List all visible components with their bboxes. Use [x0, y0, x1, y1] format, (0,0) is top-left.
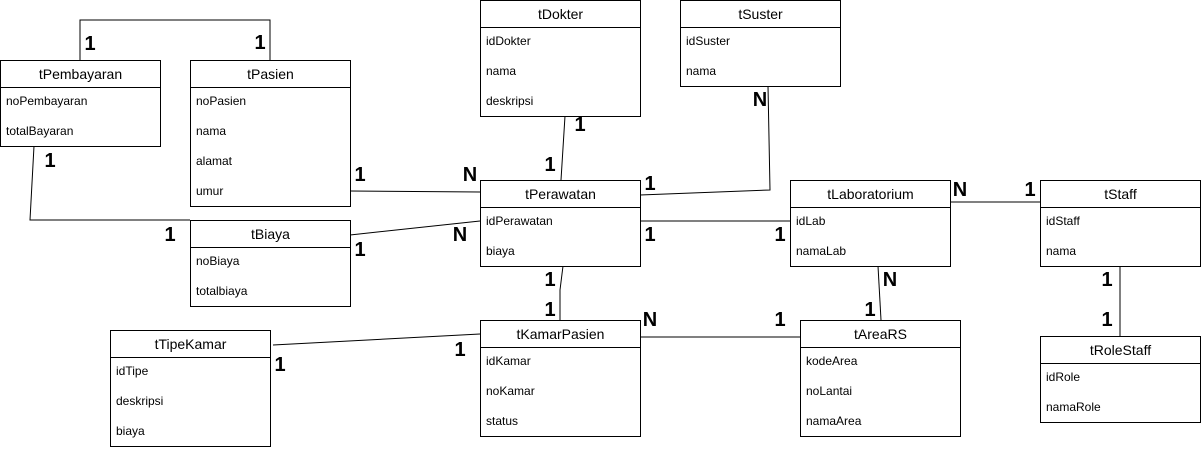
entity-attribute: umur	[196, 184, 224, 198]
entity-attribute: totalbiaya	[196, 284, 248, 298]
entity-attribute: idRole	[1046, 370, 1081, 384]
entity-attribute: idKamar	[486, 354, 531, 368]
entity-ttipekamar[interactable]: tTipeKamar idTipe deskripsi biaya	[110, 330, 271, 447]
entity-attribute: alamat	[196, 154, 233, 168]
entity-attribute: nama	[196, 124, 227, 138]
entity-attribute: noBiaya	[196, 254, 240, 268]
cardinality-label: N	[452, 224, 468, 246]
entity-title: tKamarPasien	[481, 321, 640, 348]
entity-attribute: idLab	[796, 214, 826, 228]
entity-attribute: noKamar	[486, 384, 535, 398]
entity-tlaboratorium[interactable]: tLaboratorium idLab namaLab	[790, 180, 951, 267]
entity-attribute: totalBayaran	[6, 124, 74, 138]
entity-attribute: idTipe	[116, 364, 149, 378]
entity-attribute: nama	[686, 64, 717, 78]
cardinality-label: 1	[1101, 309, 1113, 331]
entity-tpembayaran[interactable]: tPembayaran noPembayaran totalBayaran	[0, 60, 161, 147]
cardinality-label: 1	[644, 224, 656, 246]
cardinality-label: 1	[544, 299, 556, 321]
edge-pembayaran-pasien	[79, 19, 271, 60]
entity-trolestaff[interactable]: tRoleStaff idRole namaRole	[1040, 336, 1201, 423]
entity-attribute: namaRole	[1046, 400, 1101, 414]
cardinality-label: N	[642, 309, 658, 331]
cardinality-label: 1	[574, 114, 586, 136]
entity-attribute: noPasien	[196, 94, 247, 108]
entity-tdokter[interactable]: tDokter idDokter nama deskripsi	[480, 0, 641, 117]
entity-attribute: nama	[1046, 244, 1077, 258]
entity-title: tPasien	[191, 61, 350, 88]
entity-attribute: namaArea	[806, 414, 862, 428]
cardinality-label: 1	[544, 269, 556, 291]
cardinality-label: N	[462, 164, 478, 186]
entity-attribute: nama	[486, 64, 517, 78]
entity-title: tSuster	[681, 1, 840, 28]
cardinality-label: 1	[84, 33, 96, 55]
cardinality-label: 1	[774, 224, 786, 246]
cardinality-label: 1	[354, 164, 366, 186]
edge-suster-perawatan	[639, 85, 771, 196]
entity-tsuster[interactable]: tSuster idSuster nama	[680, 0, 841, 87]
entity-attribute: namaLab	[796, 244, 847, 258]
entity-attribute: noPembayaran	[6, 94, 88, 108]
entity-attribute: status	[486, 414, 519, 428]
entity-attribute: idDokter	[486, 34, 531, 48]
entity-tbiaya[interactable]: tBiaya noBiaya totalbiaya	[190, 220, 351, 307]
entity-attribute: idPerawatan	[486, 214, 553, 228]
edge-lab-area	[877, 265, 882, 321]
entity-title: tPerawatan	[481, 181, 640, 208]
entity-attribute: deskripsi	[116, 394, 164, 408]
entity-attribute: biaya	[486, 244, 515, 258]
entity-attribute: biaya	[116, 424, 145, 438]
cardinality-label: N	[752, 89, 768, 111]
entity-tstaff[interactable]: tStaff idStaff nama	[1040, 180, 1201, 267]
edge-perawatan-kamar	[559, 265, 564, 320]
cardinality-label: N	[952, 179, 968, 201]
entity-tperawatan[interactable]: tPerawatan idPerawatan biaya	[480, 180, 641, 267]
cardinality-label: 1	[774, 309, 786, 331]
cardinality-label: N	[882, 269, 898, 291]
cardinality-label: 1	[44, 150, 56, 172]
entity-attribute: idStaff	[1046, 214, 1080, 228]
cardinality-label: 1	[254, 32, 266, 54]
cardinality-label: 1	[864, 299, 876, 321]
entity-title: tStaff	[1041, 181, 1200, 208]
entity-tpasien[interactable]: tPasien noPasien nama alamat umur	[190, 60, 351, 207]
cardinality-label: 1	[164, 224, 176, 246]
entity-title: tTipeKamar	[111, 331, 270, 358]
entity-tkamarpasien[interactable]: tKamarPasien idKamar noKamar status	[480, 320, 641, 437]
cardinality-label: 1	[544, 154, 556, 176]
cardinality-label: 1	[644, 173, 656, 195]
cardinality-label: 1	[274, 354, 286, 376]
entity-attribute: deskripsi	[486, 94, 534, 108]
entity-attribute: kodeArea	[806, 354, 858, 368]
entity-title: tBiaya	[191, 221, 350, 248]
cardinality-label: 1	[354, 239, 366, 261]
entity-title: tDokter	[481, 1, 640, 28]
entity-title: tRoleStaff	[1041, 337, 1200, 364]
edge-pasien-perawatan	[349, 190, 481, 193]
cardinality-label: 1	[454, 339, 466, 361]
entity-attribute: noLantai	[806, 384, 853, 398]
cardinality-label: 1	[1101, 269, 1113, 291]
cardinality-label: 1	[1024, 179, 1036, 201]
edge-tipekamar-kamar	[272, 333, 481, 346]
entity-title: tPembayaran	[1, 61, 160, 88]
edge-dokter-perawatan	[560, 115, 566, 181]
entity-title: tAreaRS	[801, 321, 960, 348]
entity-tarears[interactable]: tAreaRS kodeArea noLantai namaArea	[800, 320, 961, 437]
entity-title: tLaboratorium	[791, 181, 950, 208]
entity-attribute: idSuster	[686, 34, 731, 48]
